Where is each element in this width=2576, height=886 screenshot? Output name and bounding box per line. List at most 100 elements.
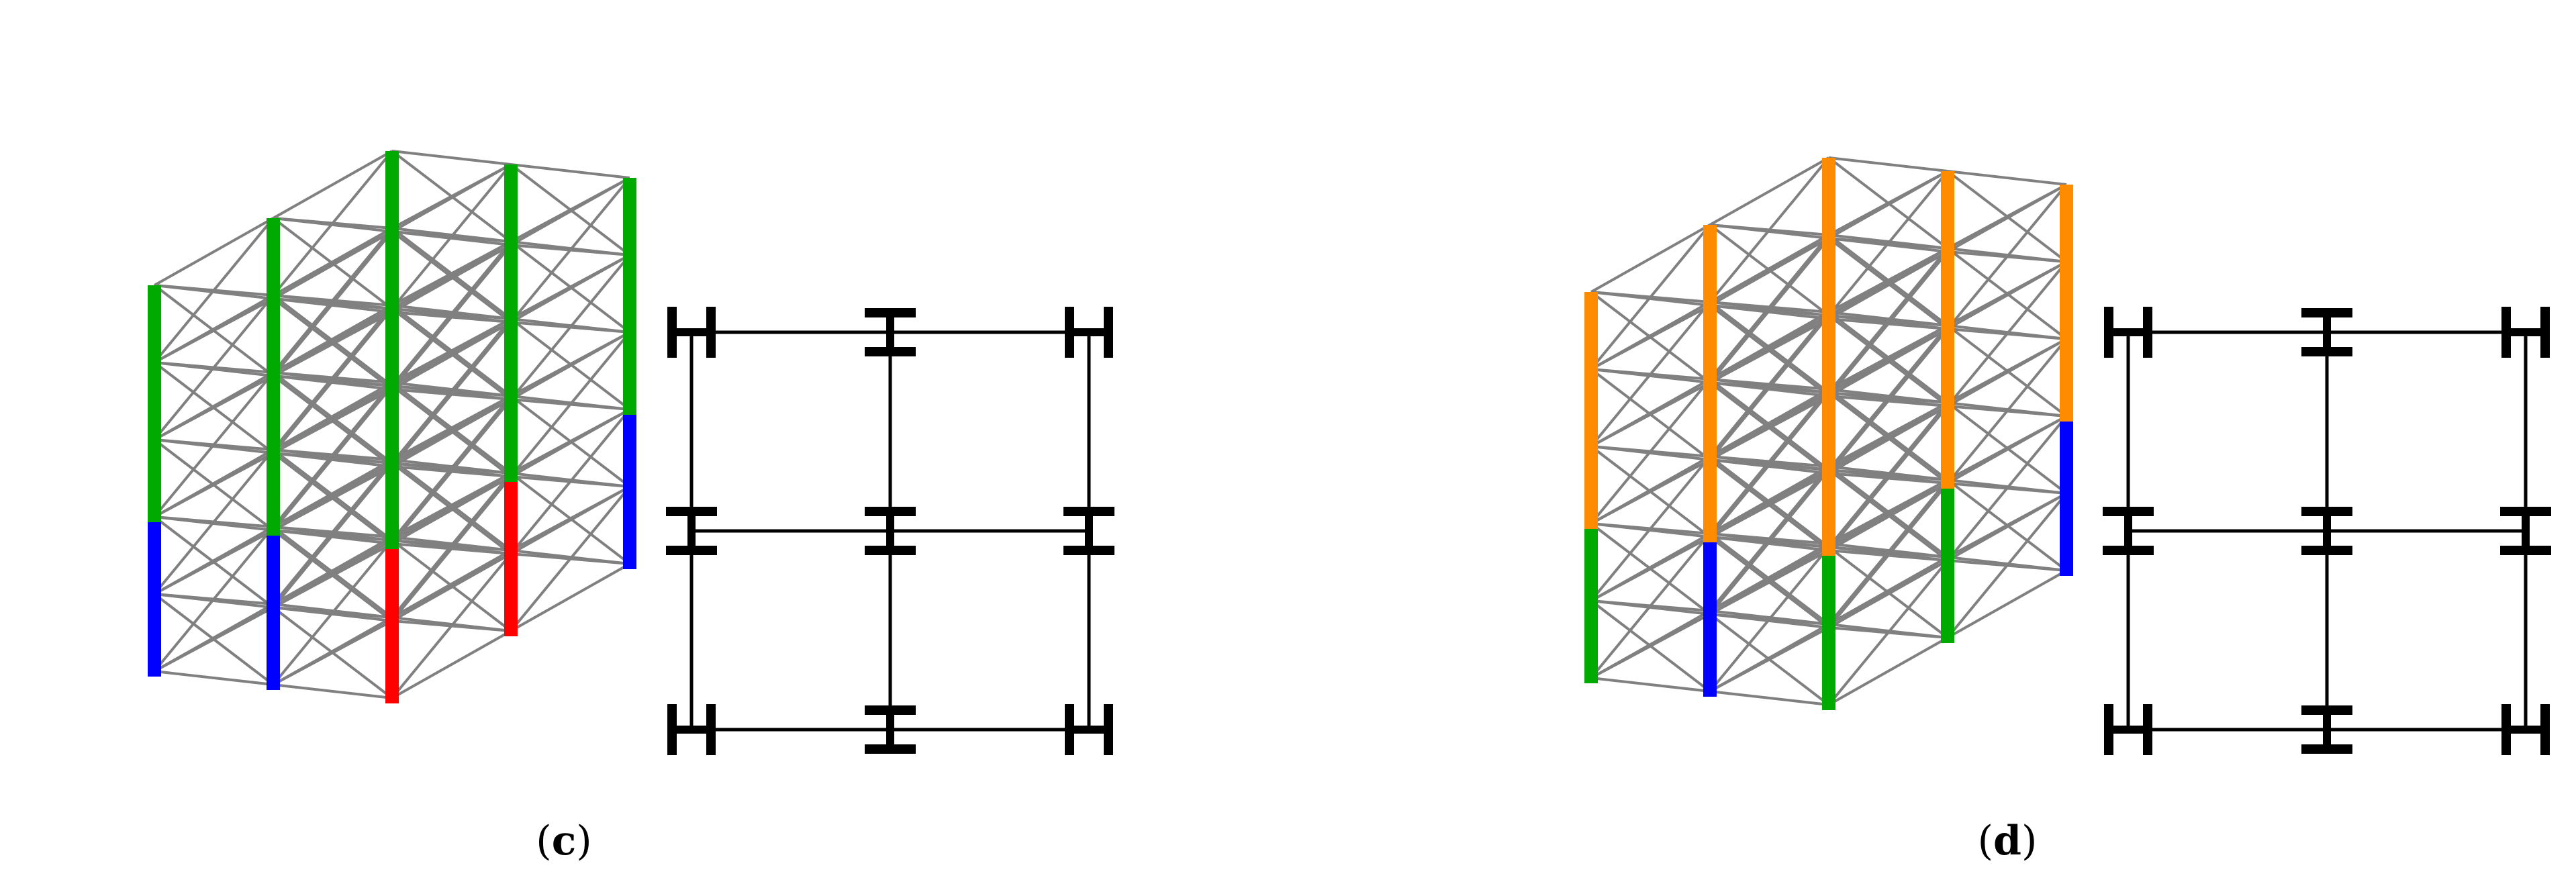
brace-member	[1828, 237, 1948, 250]
brace-member	[391, 539, 512, 632]
column-flange	[865, 347, 916, 356]
column-web	[2323, 515, 2331, 547]
brace-member	[1709, 224, 1830, 317]
column-flange	[1104, 704, 1113, 755]
column-web	[687, 515, 696, 547]
column-section	[667, 307, 716, 358]
brace-member	[1946, 247, 2068, 340]
column-section	[2103, 507, 2154, 555]
brace-member	[272, 526, 393, 619]
brace-member	[273, 606, 393, 619]
column-web	[2510, 726, 2542, 734]
column-flange	[2500, 546, 2551, 555]
column-web	[2522, 515, 2530, 547]
brace-member	[153, 515, 275, 609]
brace-member	[1828, 472, 1948, 485]
brace-member	[272, 606, 393, 699]
column-web	[1085, 515, 1093, 547]
column-flange	[865, 308, 916, 317]
brace-member	[154, 361, 274, 374]
brace-member	[1709, 458, 1830, 552]
brace-member	[510, 317, 631, 411]
brace-member	[1947, 405, 2067, 417]
brace-member	[1828, 395, 1948, 407]
brace-member	[391, 542, 512, 555]
brace-member	[510, 163, 631, 256]
column-flange	[2143, 704, 2152, 755]
brace-member	[273, 529, 393, 542]
brace-member	[1590, 445, 1711, 538]
brace-member	[510, 472, 631, 565]
brace-member	[391, 465, 512, 478]
brace-member	[1709, 378, 1829, 391]
brace-member	[1827, 546, 1949, 639]
brace-member	[391, 230, 512, 324]
structure-3d-c	[148, 150, 636, 703]
brace-member	[273, 375, 393, 387]
column-flange	[2500, 507, 2551, 516]
column-flange	[2103, 546, 2154, 555]
brace-member	[1709, 536, 1829, 548]
floor-plan-d	[2103, 307, 2551, 755]
brace-member	[1827, 465, 1949, 558]
column-web	[886, 316, 894, 348]
brace-member	[391, 304, 512, 397]
brace-member	[1946, 324, 2068, 417]
brace-member	[154, 515, 274, 528]
column-flange	[2301, 507, 2352, 516]
brace-member	[154, 438, 274, 451]
column-section	[2501, 307, 2550, 358]
brace-member	[391, 307, 512, 401]
column-flange	[1065, 307, 1074, 358]
brace-member	[1827, 156, 1949, 250]
brace-member	[1590, 599, 1711, 693]
brace-member	[1709, 532, 1830, 626]
brace-member	[1709, 378, 1830, 471]
brace-member	[1590, 291, 1711, 303]
brace-member	[273, 526, 393, 538]
brace-member	[273, 294, 393, 307]
brace-member	[1827, 234, 1949, 327]
column-flange	[1063, 507, 1114, 516]
column-flange	[2104, 307, 2113, 358]
caption-d: (d)	[1977, 818, 2038, 865]
brace-member	[1947, 250, 2067, 263]
column-web	[675, 726, 708, 734]
brace-member	[510, 321, 630, 334]
column-flange	[865, 507, 916, 516]
brace-member	[272, 452, 393, 545]
brace-member	[510, 562, 630, 632]
column-flange	[1063, 546, 1114, 555]
column-web	[2323, 713, 2331, 746]
brace-member	[1946, 401, 2068, 495]
column-web	[1073, 726, 1105, 734]
brace-member	[1947, 559, 2067, 572]
brace-member	[1709, 455, 1829, 468]
brace-member	[1709, 690, 1829, 706]
column-flange	[2301, 347, 2352, 356]
brace-member	[154, 670, 274, 686]
brace-member	[272, 371, 393, 464]
column-flange	[2540, 704, 2550, 755]
brace-member	[391, 385, 512, 478]
column-flange	[1065, 704, 1074, 755]
brace-member	[1947, 170, 2067, 186]
brace-member	[391, 307, 512, 320]
brace-member	[391, 462, 512, 475]
column-flange	[667, 704, 677, 755]
column-section	[865, 705, 916, 754]
brace-member	[1827, 311, 1949, 404]
brace-member	[272, 294, 393, 387]
brace-member	[1590, 291, 1711, 384]
brace-member	[1590, 522, 1711, 535]
column-flange	[2301, 744, 2352, 754]
brace-member	[1709, 613, 1830, 706]
brace-member	[1828, 156, 1948, 173]
brace-member	[1590, 368, 1711, 461]
column-flange	[706, 704, 716, 755]
column-section	[1065, 307, 1113, 358]
column-section	[2501, 704, 2550, 755]
brace-member	[272, 375, 393, 468]
brace-member	[391, 381, 512, 475]
